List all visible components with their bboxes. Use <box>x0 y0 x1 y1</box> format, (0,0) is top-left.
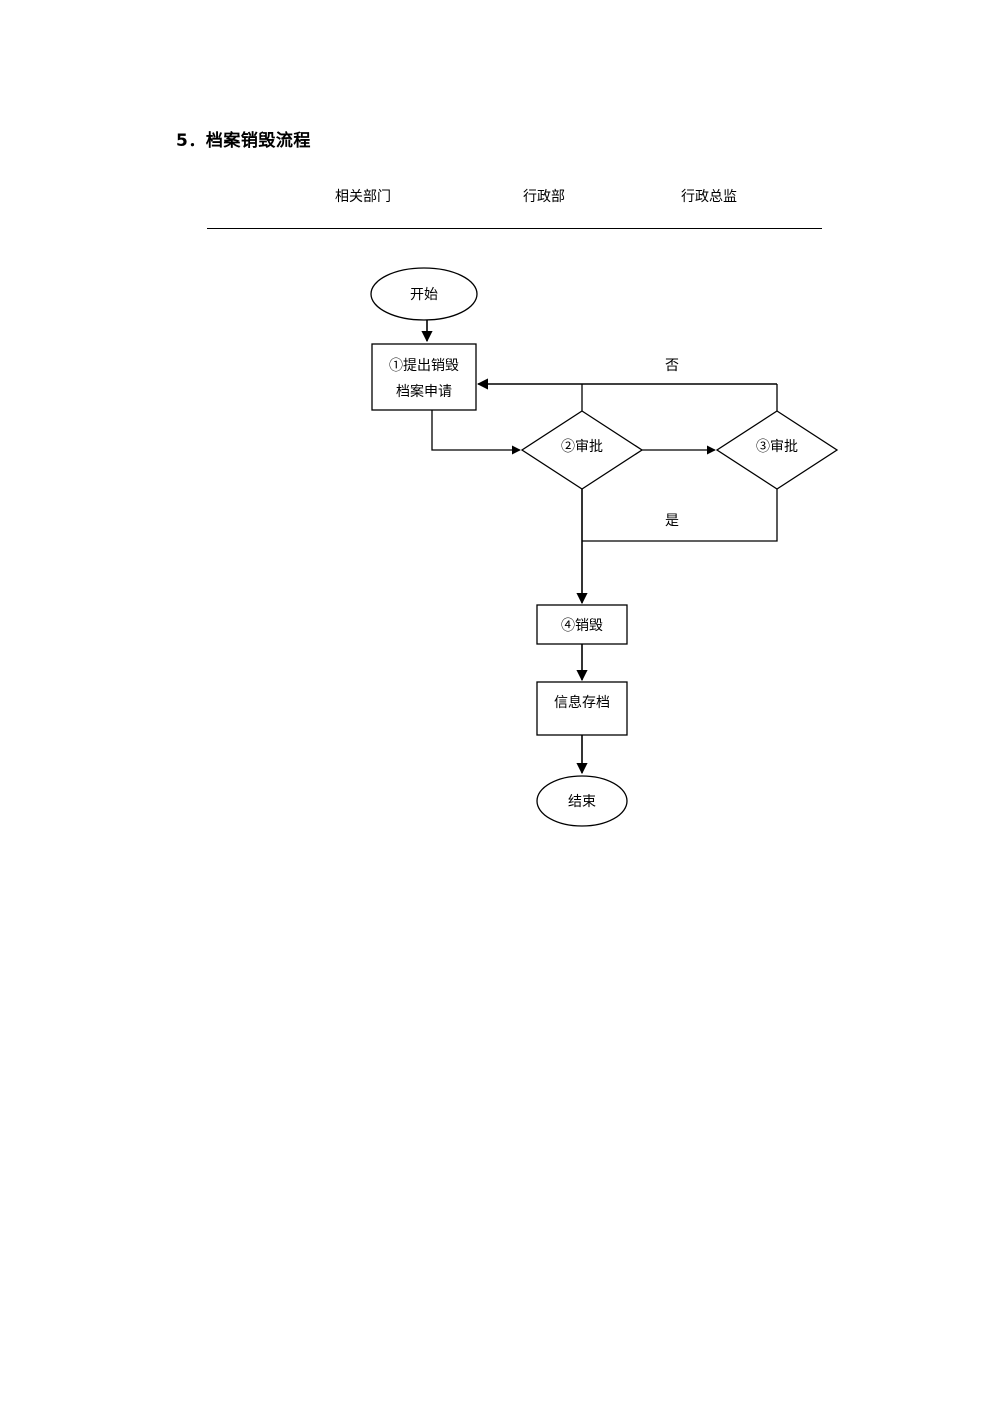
admin-approval-label: ②审批 <box>561 439 603 455</box>
director-approval-label: ③审批 <box>756 439 798 455</box>
lane-header-admin-dept: 行政部 <box>523 189 565 205</box>
lane-header-related-dept: 相关部门 <box>335 189 391 205</box>
destroy-label: ④销毁 <box>561 618 603 634</box>
start-label: 开始 <box>410 287 438 303</box>
end-label: 结束 <box>568 794 596 810</box>
edge-director-approve <box>582 489 778 542</box>
apply-label-line1: ①提出销毁 <box>389 358 459 374</box>
section-title: 5．档案销毁流程 <box>176 131 311 151</box>
edge-apply-to-admin-approval <box>431 410 521 455</box>
lane-header-admin-director: 行政总监 <box>681 189 737 205</box>
archive-label: 信息存档 <box>554 694 610 711</box>
end-node: 结束 <box>536 775 628 827</box>
start-node: 开始 <box>370 267 478 321</box>
archive-node: 信息存档 <box>536 681 628 736</box>
admin-approval-node: ②审批 <box>520 410 644 490</box>
edge-label-yes: 是 <box>665 513 679 529</box>
director-approval-node: ③审批 <box>715 410 839 490</box>
destroy-node: ④销毁 <box>536 604 628 645</box>
edge-label-no: 否 <box>665 358 679 374</box>
lane-header-divider <box>207 228 822 229</box>
apply-label-line2: 档案申请 <box>396 383 452 400</box>
apply-node: ①提出销毁 档案申请 <box>371 343 477 411</box>
